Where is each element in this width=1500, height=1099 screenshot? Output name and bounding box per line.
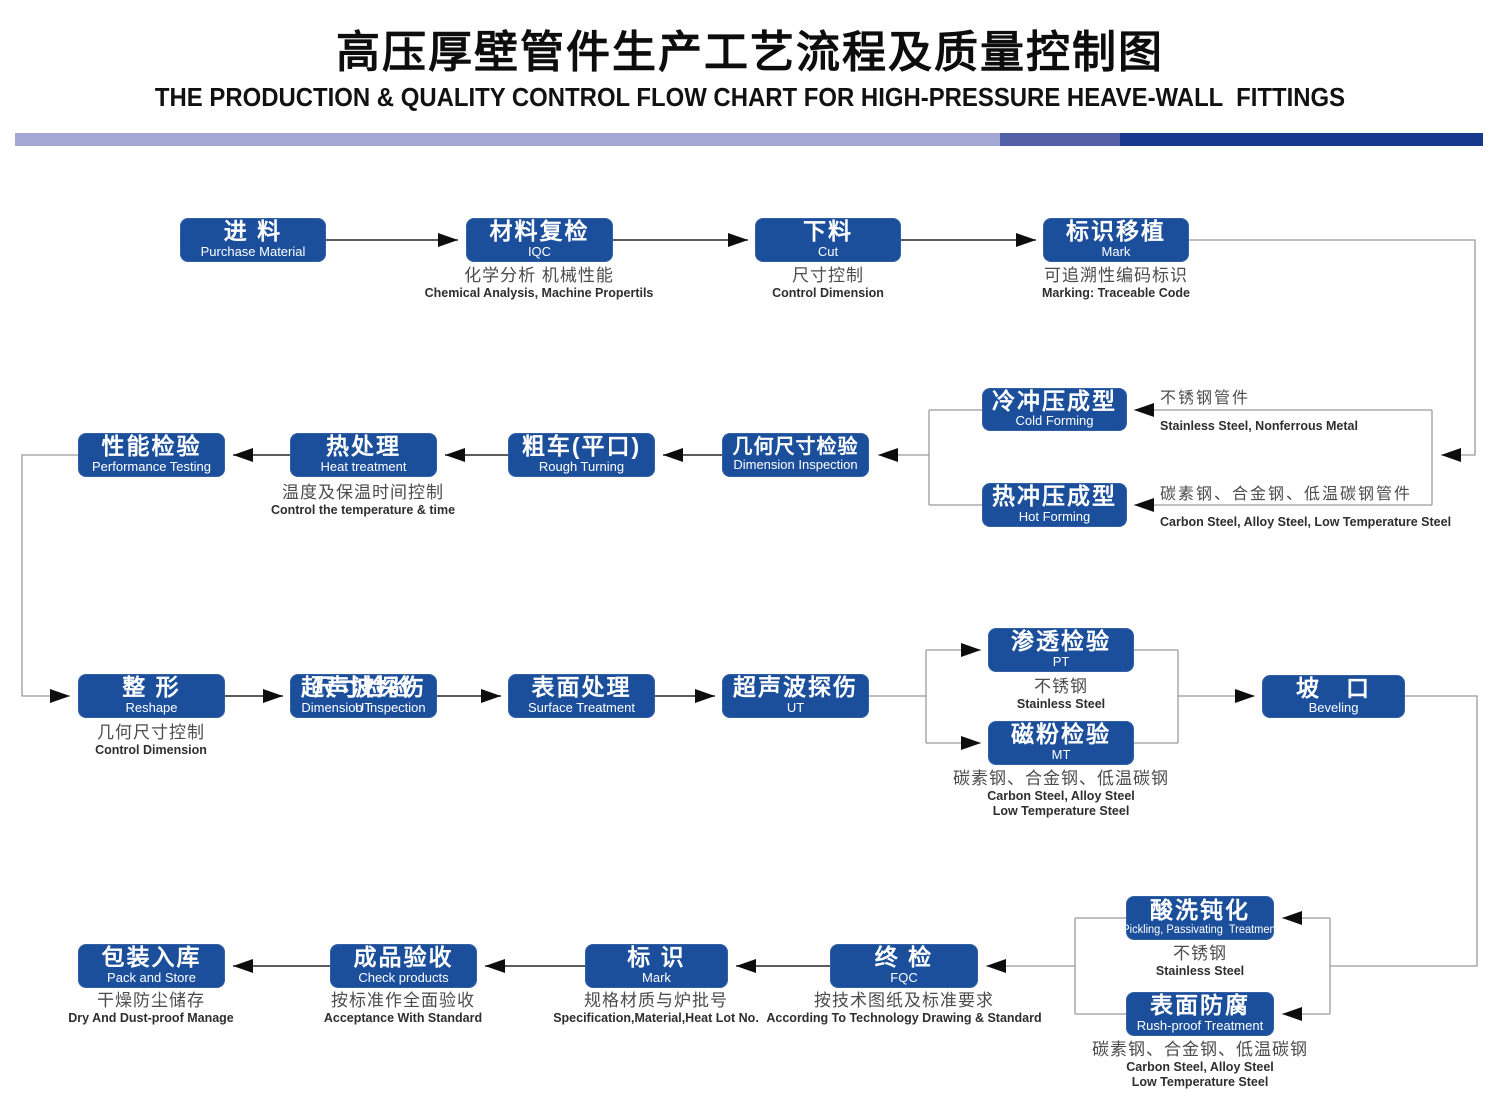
node-mark-transfer: 标识移植 Mark: [1043, 218, 1189, 262]
node-heat-treatment: 热处理 Heat treatment: [290, 433, 437, 477]
node-ut: 超声波探伤 UT: [722, 674, 869, 718]
node-ut-ghost-label: 超声波探伤 UT: [301, 674, 426, 715]
node-iqc: 材料复检 IQC: [466, 218, 613, 262]
note-fqc: 按技术图纸及标准要求 According To Technology Drawi…: [766, 991, 1042, 1026]
note-iqc: 化学分析 机械性能 Chemical Analysis, Machine Pro…: [424, 266, 654, 301]
note-reshape: 几何尺寸控制 Control Dimension: [95, 723, 207, 758]
node-pickling-passivating: 酸洗钝化 Pickling, Passivating Treatment: [1122, 896, 1278, 940]
node-purchase-material: 进 料 Purchase Material: [180, 218, 326, 262]
node-dimension-inspection-2-label: 尺寸检验 Dimension Inspection: [301, 674, 426, 715]
bar-segment-medium: [1000, 133, 1120, 146]
node-mt: 磁粉检验 MT: [988, 721, 1134, 765]
page-subtitle: THE PRODUCTION & QUALITY CONTROL FLOW CH…: [154, 82, 1346, 112]
node-check-products: 成品验收 Check products: [330, 944, 477, 988]
bar-segment-dark: [1120, 133, 1483, 146]
header-divider-bar: [15, 133, 1483, 146]
note-cut: 尺寸控制 Control Dimension: [772, 266, 884, 301]
note-mark-final: 规格材质与炉批号 Specification,Material,Heat Lot…: [553, 991, 759, 1026]
node-rough-turning: 粗车(平口) Rough Turning: [508, 433, 655, 477]
node-mark-final: 标 识 Mark: [585, 944, 728, 988]
page-title: 高压厚壁管件生产工艺流程及质量控制图: [336, 28, 1164, 77]
node-dimension-inspection: 几何尺寸检验 Dimension Inspection: [722, 433, 869, 477]
note-check-products: 按标准作全面验收 Acceptance With Standard: [323, 991, 483, 1026]
note-mark-transfer: 可追溯性编码标识 Marking: Traceable Code: [1042, 266, 1190, 301]
node-rust-proof-treatment: 表面防腐 Rush-proof Treatment: [1126, 992, 1274, 1036]
node-cold-forming: 冷冲压成型 Cold Forming: [982, 388, 1127, 431]
note-pack-and-store: 干燥防尘储存 Dry And Dust-proof Manage: [68, 991, 234, 1026]
bar-segment-light: [15, 133, 1000, 146]
node-pack-and-store: 包装入库 Pack and Store: [78, 944, 225, 988]
node-hot-forming: 热冲压成型 Hot Forming: [982, 483, 1127, 527]
note-pickling: 不锈钢 Stainless Steel: [1155, 944, 1245, 979]
node-performance-testing: 性能检验 Performance Testing: [78, 433, 225, 477]
node-surface-treatment: 表面处理 Surface Treatment: [508, 674, 655, 718]
node-pt: 渗透检验 PT: [988, 628, 1134, 672]
node-dimension-inspection-2: 尺寸检验 Dimension Inspection 超声波探伤 UT: [290, 674, 437, 718]
note-mt: 碳素钢、合金钢、低温碳钢 Carbon Steel, Alloy Steel L…: [953, 769, 1169, 819]
note-pt: 不锈钢 Stainless Steel: [1016, 677, 1106, 712]
note-cold-forming-material: 不锈钢管件 Stainless Steel, Nonferrous Metal: [1160, 390, 1358, 433]
note-heat-treatment: 温度及保温时间控制 Control the temperature & time: [270, 483, 456, 518]
node-reshape: 整 形 Reshape: [78, 674, 225, 718]
note-hot-forming-material: 碳素钢、合金钢、低温碳钢管件 Carbon Steel, Alloy Steel…: [1160, 486, 1452, 529]
note-rust-proof: 碳素钢、合金钢、低温碳钢 Carbon Steel, Alloy Steel L…: [1092, 1040, 1308, 1090]
node-beveling: 坡 口 Beveling: [1262, 675, 1405, 718]
node-cut: 下料 Cut: [755, 218, 901, 262]
node-fqc: 终 检 FQC: [830, 944, 978, 988]
